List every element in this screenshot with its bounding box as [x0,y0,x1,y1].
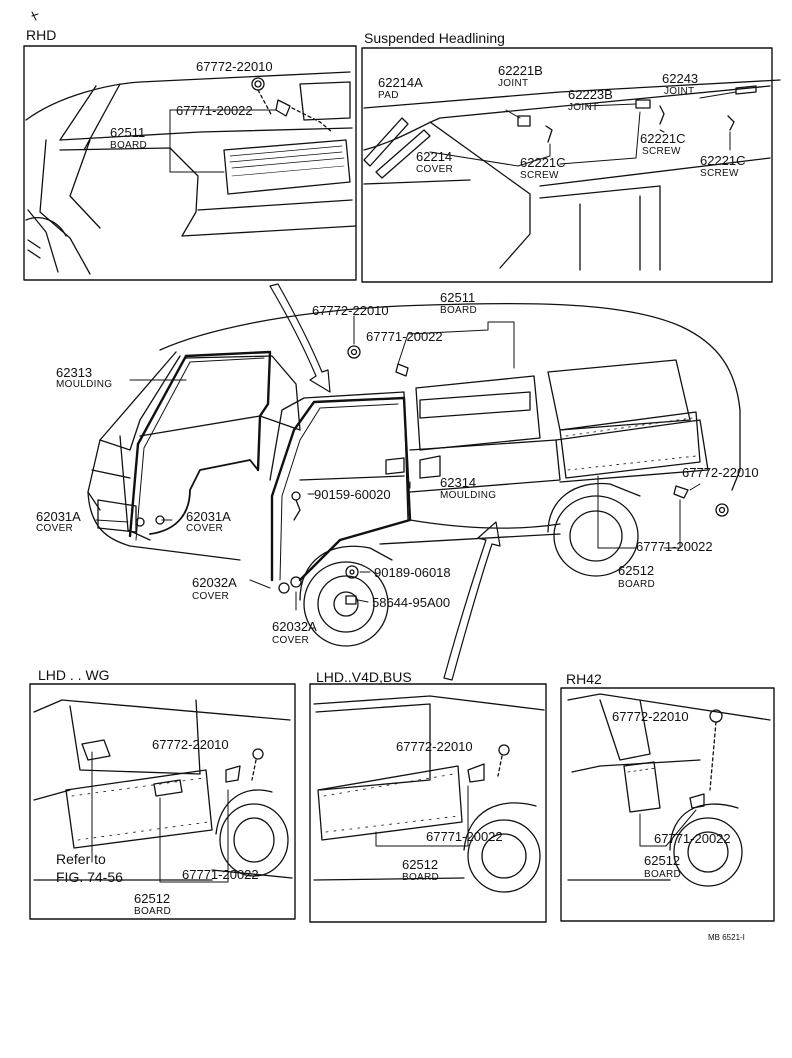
part-number-67772-22010: 67772-22010 [152,737,229,752]
section-title-lhd-wg: LHD . . WG [38,667,110,683]
part-number-90189-06018: 90189-06018 [374,565,451,580]
section-title-lhd-v4d: LHD..V4D,BUS [316,669,412,685]
part-number-67772-22010: 67772-22010 [396,739,473,754]
part-number-67772-22010: 67772-22010 [196,59,273,74]
part-number-58644-95A00: 58644-95A00 [372,595,451,610]
part-name-cover: COVER [272,635,310,646]
part-number-62314: 62314 [440,475,477,490]
part-name-joint: JOINT [664,86,695,97]
part-name-screw: SCREW [700,168,739,179]
part-number-62221C: 62221C [520,155,566,170]
part-name-joint: JOINT [568,102,599,113]
part-number-62313: 62313 [56,365,93,380]
part-number-62221C: 62221C [700,153,746,168]
note-refer-to: Refer to [56,851,106,867]
part-number-62031A: 62031A [186,509,231,524]
part-number-67772-22010: 67772-22010 [612,709,689,724]
part-name-board: BOARD [110,140,148,151]
part-number-62511: 62511 [440,290,476,305]
part-number-62031A: 62031A [36,509,81,524]
section-title-headlining: Suspended Headlining [364,30,505,46]
section-title-rhd: RHD [26,27,57,43]
part-number-62223B: 62223B [568,87,613,102]
part-name-board: BOARD [618,579,656,590]
corner-tick [32,12,38,20]
part-number-67771-20022: 67771-20022 [182,867,259,882]
part-number-62512: 62512 [134,891,171,906]
part-name-pad: PAD [378,90,399,101]
lhd-wg-drawing [34,700,292,882]
part-number-62032A: 62032A [272,619,317,634]
part-number-67771-20022: 67771-20022 [176,103,253,118]
part-name-board: BOARD [644,869,682,880]
section-title-rh42: RH42 [566,671,602,687]
part-number-62512: 62512 [644,853,681,868]
part-name-board: BOARD [134,906,172,917]
part-name-screw: SCREW [642,146,681,157]
part-number-62221C: 62221C [640,131,686,146]
part-name-moulding: MOULDING [440,490,497,501]
part-name-cover: COVER [192,591,230,602]
part-name-cover: COVER [186,523,224,534]
part-name-board: BOARD [402,872,440,883]
part-number-62512: 62512 [402,857,439,872]
part-name-moulding: MOULDING [56,379,113,390]
part-number-67772-22010: 67772-22010 [682,465,759,480]
rh42-drawing [568,694,770,886]
part-name-screw: SCREW [520,170,559,181]
part-name-cover: COVER [416,164,454,175]
part-number-62214A: 62214A [378,75,423,90]
part-number-62032A: 62032A [192,575,237,590]
part-number-67771-20022: 67771-20022 [636,539,713,554]
part-name-board: BOARD [440,305,478,316]
part-name-cover: COVER [36,523,74,534]
part-number-62221B: 62221B [498,63,543,78]
main-van-drawing [88,304,740,646]
part-name-joint: JOINT [498,78,529,89]
part-number-67771-20022: 67771-20022 [654,831,731,846]
part-number-67772-22010: 67772-22010 [312,303,389,318]
headlining-drawing [364,80,780,270]
part-number-62511: 62511 [110,125,146,140]
part-number-62214: 62214 [416,149,453,164]
part-number-62243: 62243 [662,71,699,86]
panel-frames [24,46,774,922]
note-figure-reference: FIG. 74-56 [56,869,123,885]
lhd-v4d-drawing [314,696,544,892]
part-number-67771-20022: 67771-20022 [366,329,443,344]
part-number-67771-20022: 67771-20022 [426,829,503,844]
lhd-arrow [444,522,500,680]
rhd-arrow [270,284,330,392]
figure-code: MB 6521-I [708,933,745,942]
part-number-62512: 62512 [618,563,655,578]
rhd-van-drawing [26,72,356,274]
part-number-90159-60020: 90159-60020 [314,487,391,502]
